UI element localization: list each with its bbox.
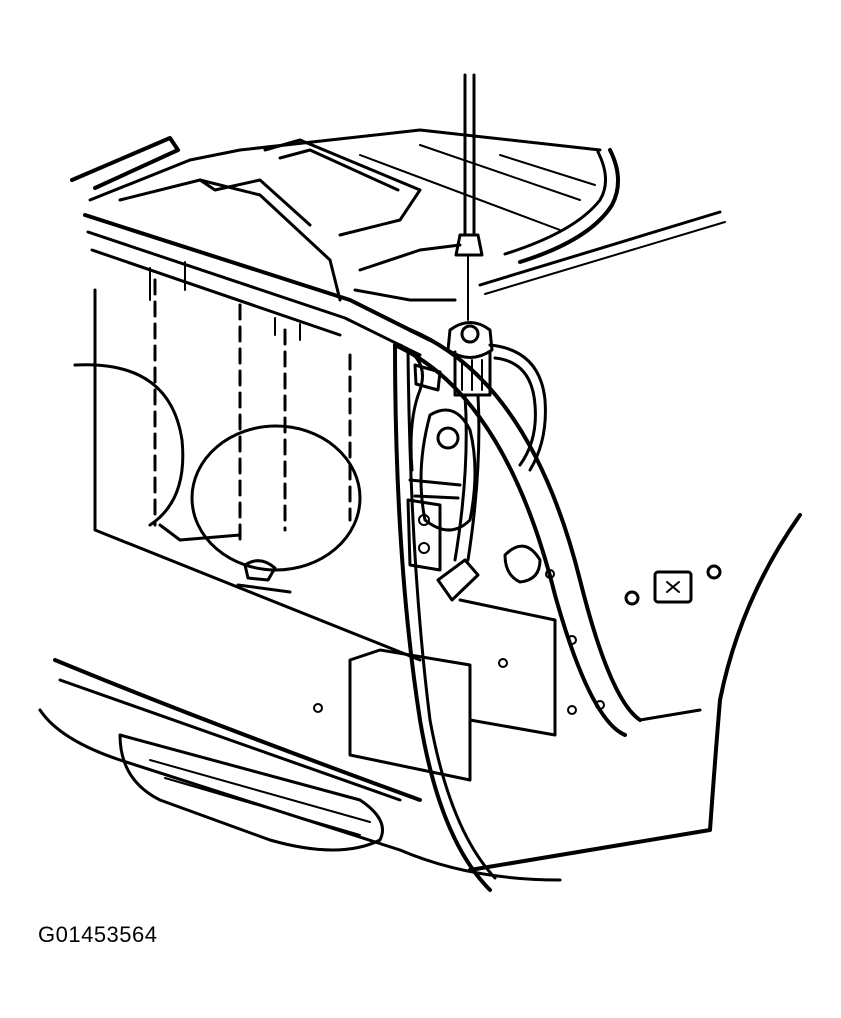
figure-id-label: G01453564 [38, 922, 158, 947]
fasteners [236, 559, 292, 594]
antenna-base [446, 321, 494, 397]
fender-fascia [393, 328, 802, 892]
headlamp-openings [73, 363, 362, 572]
lower-bumper [38, 658, 562, 882]
horn-assembly [406, 363, 542, 602]
mounting-bracket [313, 598, 557, 782]
upper-rail [83, 178, 462, 357]
radiator-support-panel [93, 278, 422, 662]
hood-surface [70, 128, 726, 295]
antenna-mast [454, 73, 484, 321]
side-marker [624, 564, 722, 606]
